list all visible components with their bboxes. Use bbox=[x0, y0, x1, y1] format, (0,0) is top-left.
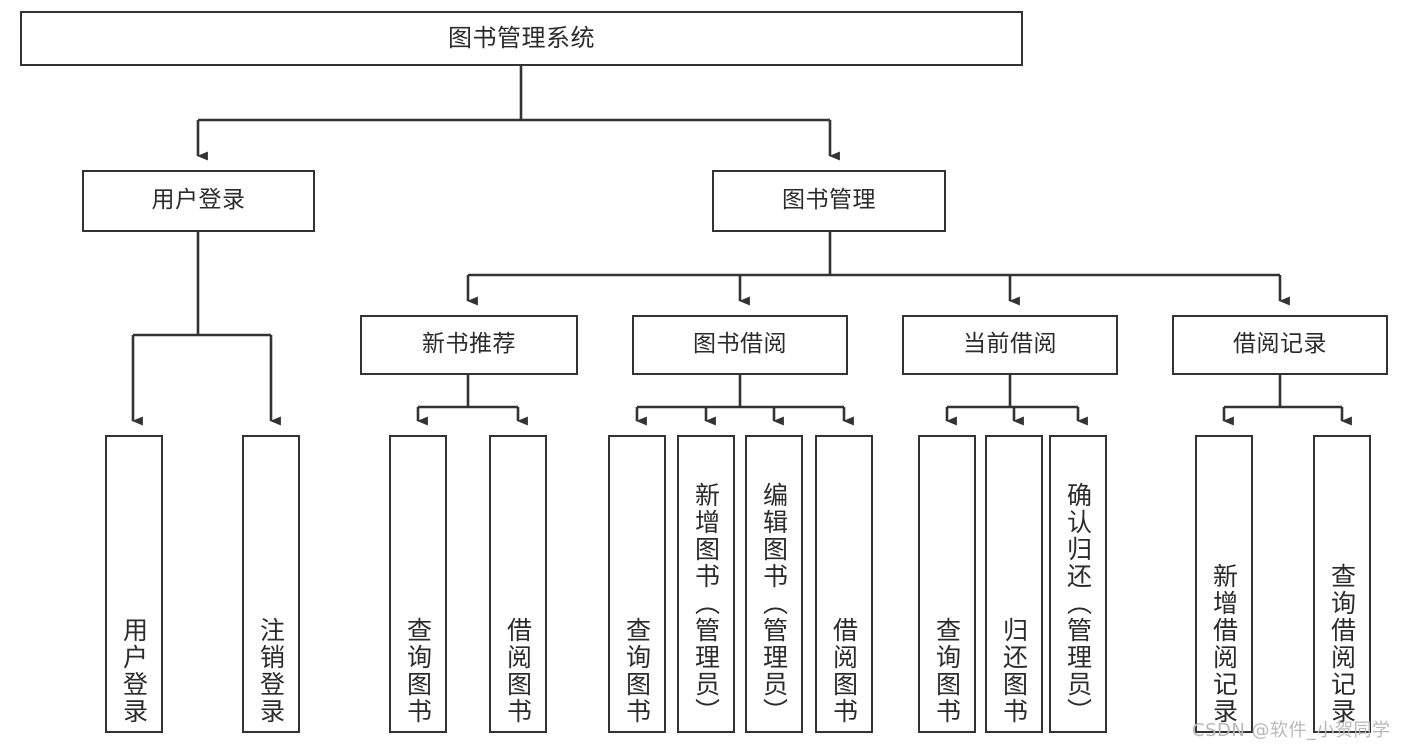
node-label: 查询图书 bbox=[932, 617, 962, 725]
node-leaf-query-record[interactable]: 查询借阅记录 bbox=[1313, 435, 1371, 733]
node-leaf-user-login[interactable]: 用户登录 bbox=[105, 435, 163, 733]
node-label: 借阅图书 bbox=[829, 617, 859, 725]
node-book-manage[interactable]: 图书管理 bbox=[712, 170, 946, 232]
node-book-borrow[interactable]: 图书借阅 bbox=[632, 315, 848, 375]
node-leaf-add-book[interactable]: 新增图书（管理员） bbox=[677, 435, 735, 733]
node-label: 查询图书 bbox=[622, 617, 652, 725]
node-label: 新增借阅记录 bbox=[1209, 563, 1239, 725]
node-label: 确认归还（管理员） bbox=[1063, 482, 1093, 725]
node-leaf-edit-book[interactable]: 编辑图书（管理员） bbox=[745, 435, 803, 733]
node-label: 借阅图书 bbox=[503, 617, 533, 725]
node-leaf-return-book[interactable]: 归还图书 bbox=[985, 435, 1043, 733]
node-label: 注销登录 bbox=[256, 617, 286, 725]
node-label: 归还图书 bbox=[999, 617, 1029, 725]
node-label: 编辑图书（管理员） bbox=[759, 482, 789, 725]
node-label: 图书管理系统 bbox=[448, 24, 595, 53]
node-label: 借阅记录 bbox=[1233, 331, 1327, 358]
node-leaf-borrow-book-2[interactable]: 借阅图书 bbox=[815, 435, 873, 733]
node-label: 图书借阅 bbox=[693, 331, 787, 358]
node-leaf-add-record[interactable]: 新增借阅记录 bbox=[1195, 435, 1253, 733]
node-root-system[interactable]: 图书管理系统 bbox=[20, 11, 1023, 66]
node-label: 查询图书 bbox=[403, 617, 433, 725]
node-new-book-recommend[interactable]: 新书推荐 bbox=[360, 315, 578, 375]
node-leaf-query-book-2[interactable]: 查询图书 bbox=[608, 435, 666, 733]
node-user-login[interactable]: 用户登录 bbox=[82, 170, 315, 232]
node-borrow-record[interactable]: 借阅记录 bbox=[1172, 315, 1388, 375]
csdn-watermark: CSDN @软件_小贺同学 bbox=[1192, 720, 1391, 741]
node-label: 图书管理 bbox=[782, 187, 876, 214]
node-current-borrow[interactable]: 当前借阅 bbox=[902, 315, 1118, 375]
node-leaf-borrow-book-1[interactable]: 借阅图书 bbox=[489, 435, 547, 733]
node-leaf-logout[interactable]: 注销登录 bbox=[242, 435, 300, 733]
node-leaf-query-book-3[interactable]: 查询图书 bbox=[918, 435, 976, 733]
node-leaf-query-book-1[interactable]: 查询图书 bbox=[389, 435, 447, 733]
node-label: 新增图书（管理员） bbox=[691, 482, 721, 725]
node-label: 新书推荐 bbox=[422, 331, 516, 358]
node-label: 用户登录 bbox=[119, 617, 149, 725]
node-label: 查询借阅记录 bbox=[1327, 563, 1357, 725]
node-label: 用户登录 bbox=[151, 187, 246, 214]
node-label: 当前借阅 bbox=[963, 331, 1057, 358]
node-leaf-confirm-return[interactable]: 确认归还（管理员） bbox=[1049, 435, 1107, 733]
